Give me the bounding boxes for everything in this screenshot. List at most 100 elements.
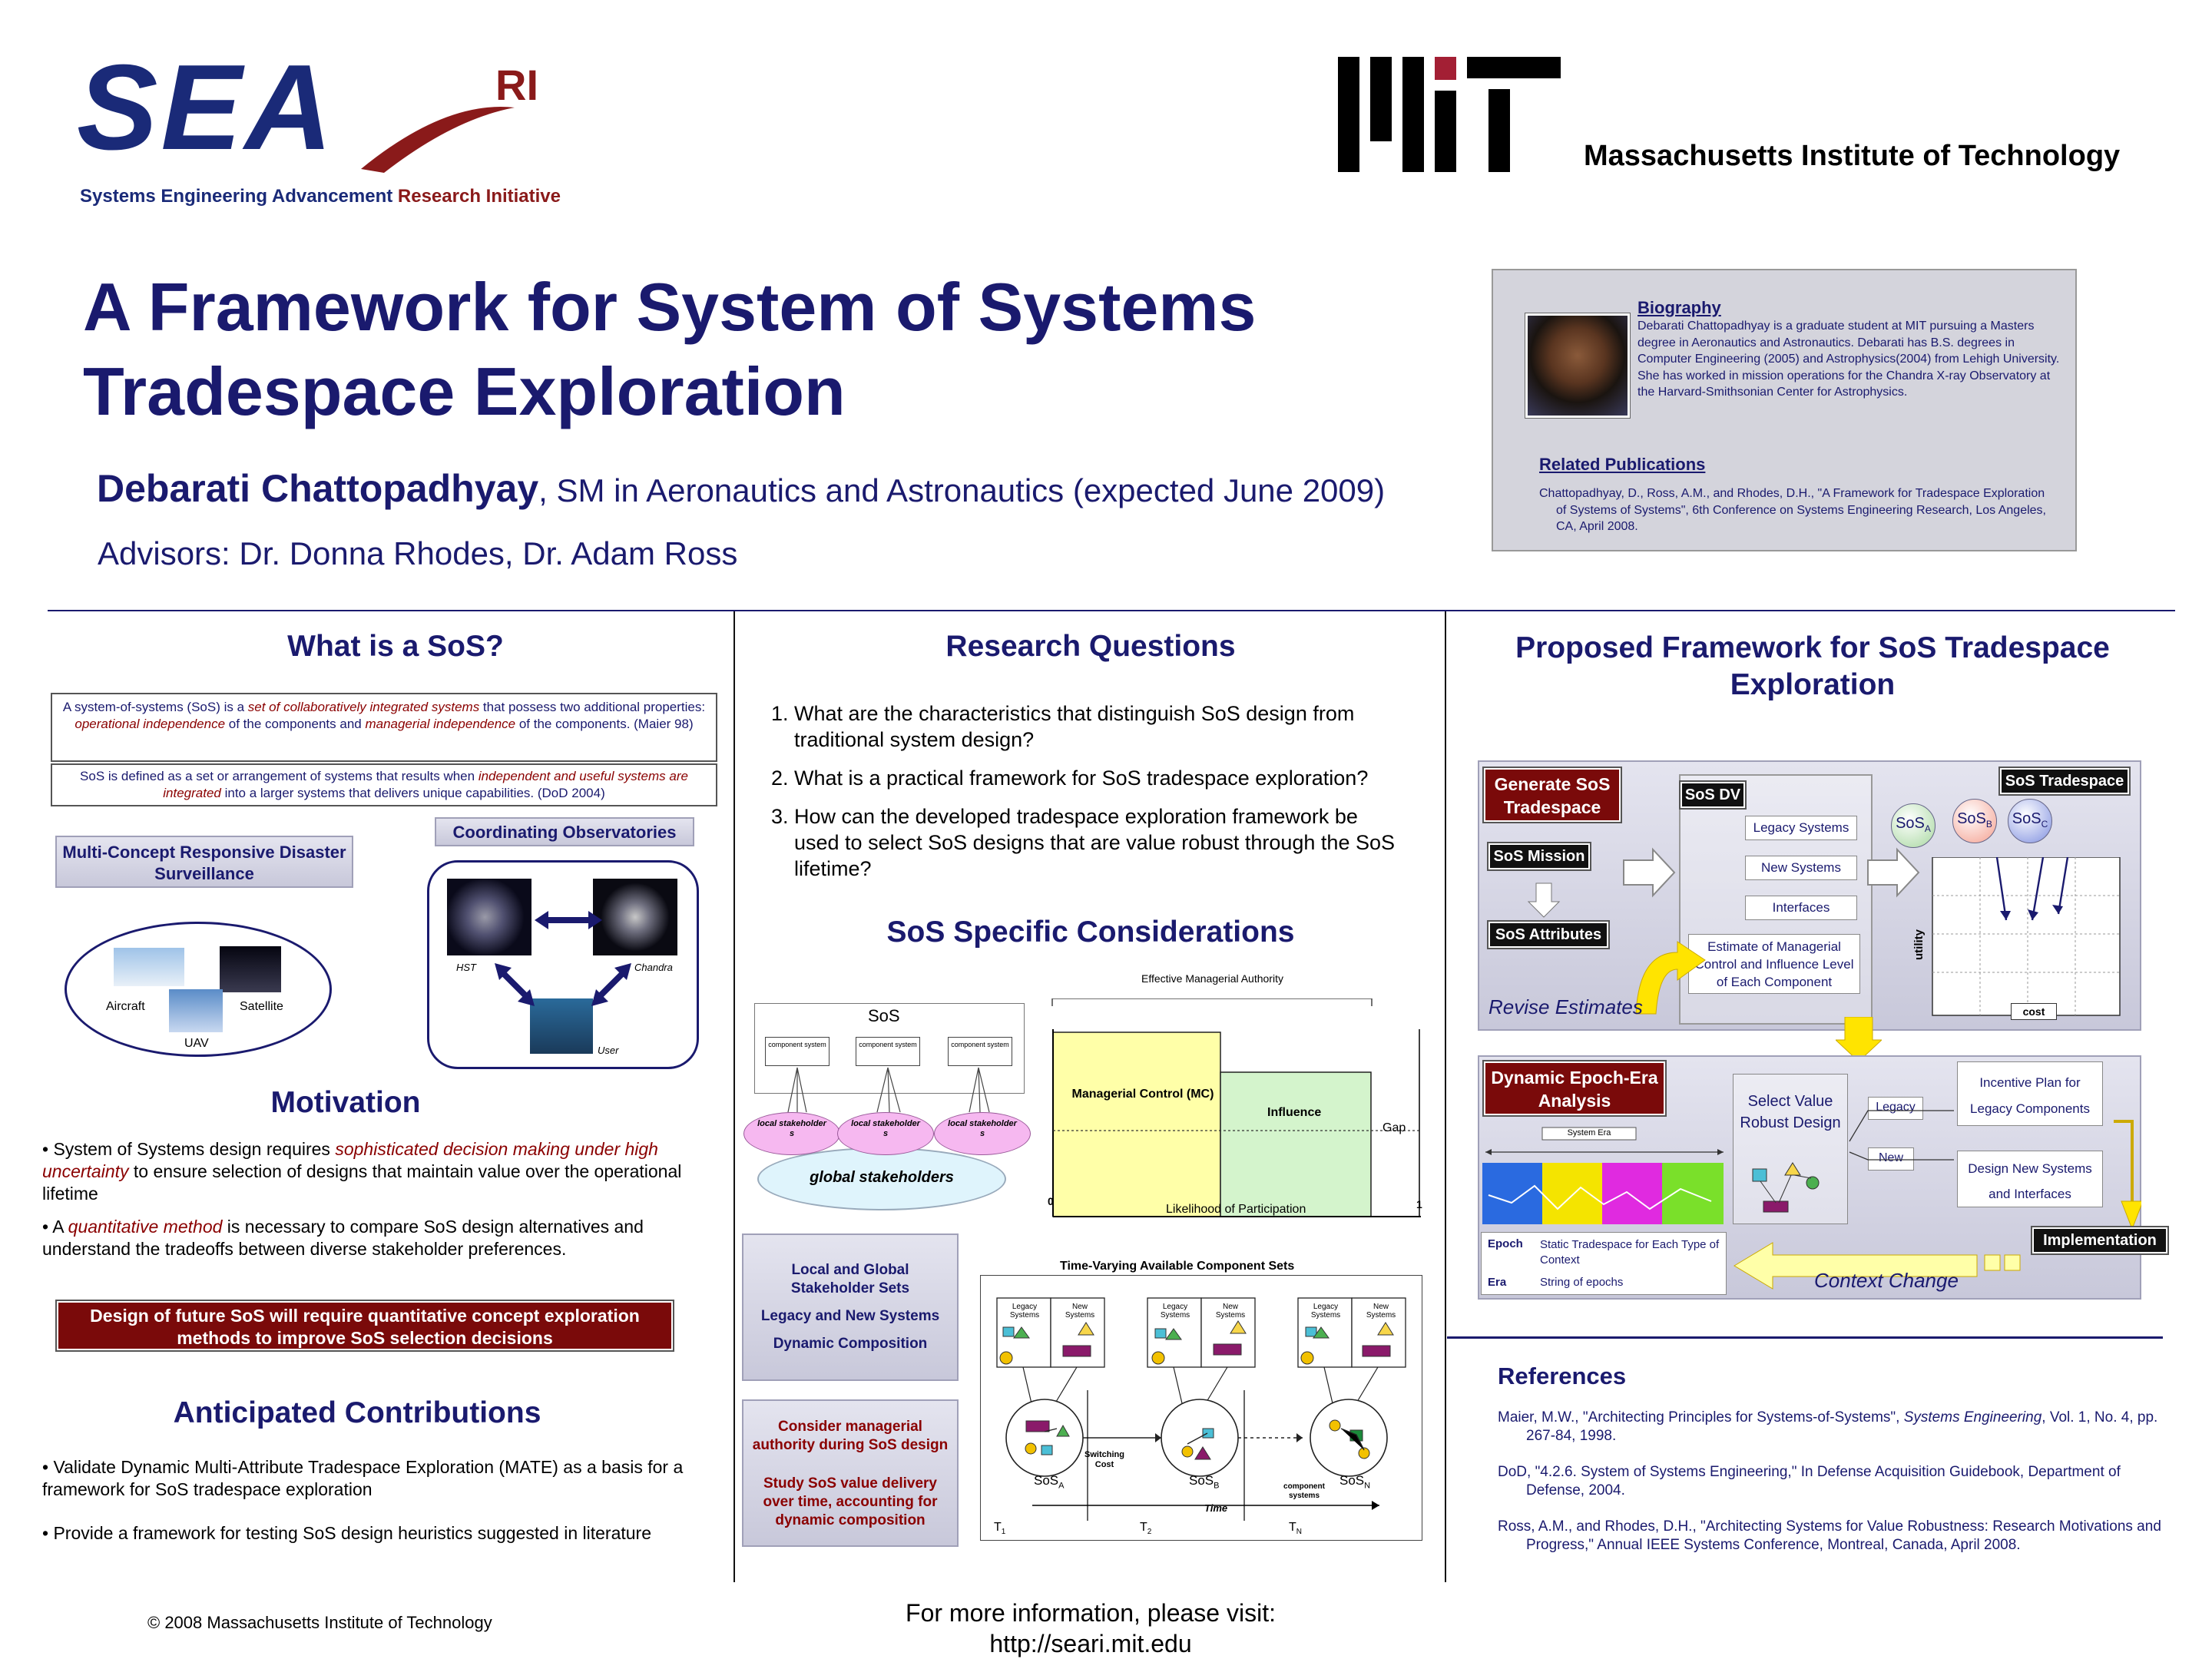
considerations-red-box: Consider managerial authority during SoS… <box>742 1399 959 1547</box>
disaster-ellipse <box>65 922 332 1057</box>
mot1-a: System of Systems design requires <box>53 1139 336 1159</box>
ref3-a: Ross, A.M., and Rhodes, D.H., "Architect… <box>1498 1518 2161 1553</box>
managerial-authority-chart <box>1051 998 1421 1217</box>
component-system-3: component system <box>948 1037 1012 1066</box>
ref1-a: Maier, M.W., "Architecting Principles fo… <box>1498 1409 1904 1426</box>
context-change-arrow-icon <box>1734 1242 2021 1290</box>
sea-ri-logo: SEA RI Systems Engineering Advancement R… <box>77 40 561 215</box>
chandra-label: Chandra <box>634 962 673 973</box>
reference-1: Maier, M.W., "Architecting Principles fo… <box>1498 1409 2166 1445</box>
stakeholder-links-icon <box>787 1067 990 1113</box>
attributes-tag: SoS Attributes <box>1487 920 1610 949</box>
sos-definition-maier: A system-of-systems (SoS) is a set of co… <box>51 693 717 762</box>
dv-interfaces: Interfaces <box>1745 896 1857 920</box>
red-box-item-2: Study SoS value delivery over time, acco… <box>763 1475 938 1528</box>
global-stakeholders: global stakeholders <box>757 1147 1006 1210</box>
chandra-image <box>593 879 677 955</box>
epoch-legend-def: Static Tradespace for Each Type of Conte… <box>1540 1238 1720 1267</box>
generate-tag: Generate SoS Tradespace <box>1482 767 1622 823</box>
local-stakeholder-2: local stakeholder s <box>837 1112 934 1155</box>
def1-part-a: A system-of-systems (SoS) is a <box>62 700 248 714</box>
sos-a-text: SoS <box>1034 1473 1059 1488</box>
biography-box: Biography Debarati Chattopadhyay is a gr… <box>1492 269 2077 551</box>
epoch-era-legend: Epoch Static Tradespace for Each Type of… <box>1481 1232 1727 1295</box>
dv-new: New Systems <box>1745 856 1857 880</box>
def1-part-e: of the components and <box>225 717 366 731</box>
dv-legacy: Legacy Systems <box>1745 816 1857 840</box>
legacy-systems-label-1: Legacy Systems <box>1009 1303 1040 1320</box>
new-systems-label-2: New Systems <box>1215 1303 1246 1320</box>
influence-label: Influence <box>1267 1106 1322 1119</box>
ref1-b: Systems Engineering <box>1903 1409 2042 1426</box>
research-questions-list: What are the characteristics that distin… <box>768 700 1406 882</box>
mot2-c: is necessary to compare SoS design alter… <box>42 1217 644 1259</box>
satellite-label: Satellite <box>240 1000 283 1013</box>
author-line: Debarati Chattopadhyay, SM in Aeronautic… <box>97 466 1385 511</box>
header-divider <box>48 610 2175 611</box>
mit-name: Massachusetts Institute of Technology <box>1584 140 2121 172</box>
observatories-frame <box>427 860 699 1069</box>
publications-text: Chattopadhyay, D., Ross, A.M., and Rhode… <box>1539 487 2046 533</box>
sos-definition-dod: SoS is defined as a set or arrangement o… <box>51 763 717 806</box>
motivation-list: • System of Systems design requires soph… <box>42 1138 710 1271</box>
epoch-timeline-chart <box>1482 1127 1724 1224</box>
biography-text: Debarati Chattopadhyay is a graduate stu… <box>1637 320 2060 399</box>
contrib1-text: Validate Dynamic Multi-Attribute Tradesp… <box>42 1457 684 1499</box>
reference-2: DoD, "4.2.6. System of Systems Engineeri… <box>1498 1463 2166 1500</box>
generate-label: Generate SoS Tradespace <box>1494 774 1611 817</box>
user-image <box>530 998 593 1054</box>
epoch-era-label: Dynamic Epoch-Era Analysis <box>1491 1068 1658 1111</box>
sos-considerations-heading: SoS Specific Considerations <box>886 916 1295 949</box>
def1-part-b: set of collaboratively integrated system… <box>247 700 480 714</box>
legacy-systems-label-2: Legacy Systems <box>1160 1303 1190 1320</box>
component-system-1: component system <box>765 1037 830 1066</box>
bubble-a-text: SoS <box>1896 815 1925 832</box>
bubble-a-sub: A <box>1924 823 1931 834</box>
local-stakeholder-label: local stakeholder s <box>851 1119 920 1138</box>
copyright: © 2008 Massachusetts Institute of Techno… <box>147 1613 492 1632</box>
implementation-tag: Implementation <box>2031 1226 2169 1255</box>
coord-label-box: Coordinating Observatories <box>435 817 694 846</box>
tn-text: T <box>1289 1521 1296 1534</box>
bubble-c-text: SoS <box>2012 810 2041 827</box>
def1-part-c: that possess two additional properties: <box>479 700 706 714</box>
references-divider <box>1447 1336 2163 1339</box>
t1-label: T1 <box>994 1521 1005 1536</box>
axis-one-label: 1 <box>1416 1198 1422 1210</box>
ref1-c: , Vol. 1, No. 4, pp. 267-84, 1998. <box>1526 1409 2158 1444</box>
author-name: Debarati Chattopadhyay <box>97 467 539 510</box>
design-new-box: Design New Systems and Interfaces <box>1957 1151 2103 1207</box>
t1-text: T <box>994 1521 1002 1534</box>
bubble-b-text: SoS <box>1957 810 1986 827</box>
references-heading: References <box>1498 1363 1627 1389</box>
system-era-label: System Era <box>1567 1128 1611 1137</box>
component-system-label: component system <box>951 1041 1009 1048</box>
tradespace-tag: SoS Tradespace <box>1998 767 2131 796</box>
incentive-box: Incentive Plan for Legacy Components <box>1957 1061 2103 1126</box>
epoch-arrows-icon <box>1849 1110 2141 1230</box>
local-stakeholder-3: local stakeholder s <box>934 1112 1031 1155</box>
biography-heading: Biography <box>1637 298 1721 317</box>
bubble-c-sub: C <box>2041 819 2048 830</box>
def1-part-f: managerial independence <box>365 717 516 731</box>
bubble-sos-c: SoSC <box>2008 799 2052 843</box>
contrib2-text: Provide a framework for testing SoS desi… <box>53 1523 652 1543</box>
select-design-label: Select Value Robust Design <box>1740 1093 1841 1131</box>
time-varying-frame <box>980 1275 1422 1541</box>
uav-label: UAV <box>184 1037 209 1050</box>
bubble-sos-a: SoSA <box>1891 803 1936 848</box>
mcr-label-box: Multi-Concept Responsive Disaster Survei… <box>55 836 353 888</box>
component-system-label: component system <box>859 1041 917 1048</box>
bubble-sos-b: SoSB <box>1952 799 1997 843</box>
more-info-text: For more information, please visit: <box>906 1599 1276 1627</box>
contribution-item-2: • Provide a framework for testing SoS de… <box>42 1523 652 1543</box>
local-stakeholder-label: local stakeholder s <box>948 1119 1017 1138</box>
tradespace-label: SoS Tradespace <box>2005 773 2124 790</box>
satellite-image <box>220 946 281 992</box>
mot2-b: quantitative method <box>68 1217 223 1237</box>
implementation-label: Implementation <box>2043 1232 2157 1249</box>
sea-subtitle: Systems Engineering Advancement Research… <box>80 186 561 207</box>
author-degree: , SM in Aeronautics and Astronautics (ex… <box>538 472 1386 508</box>
aircraft-image <box>114 948 184 986</box>
website-link[interactable]: http://seari.mit.edu <box>989 1630 1192 1657</box>
